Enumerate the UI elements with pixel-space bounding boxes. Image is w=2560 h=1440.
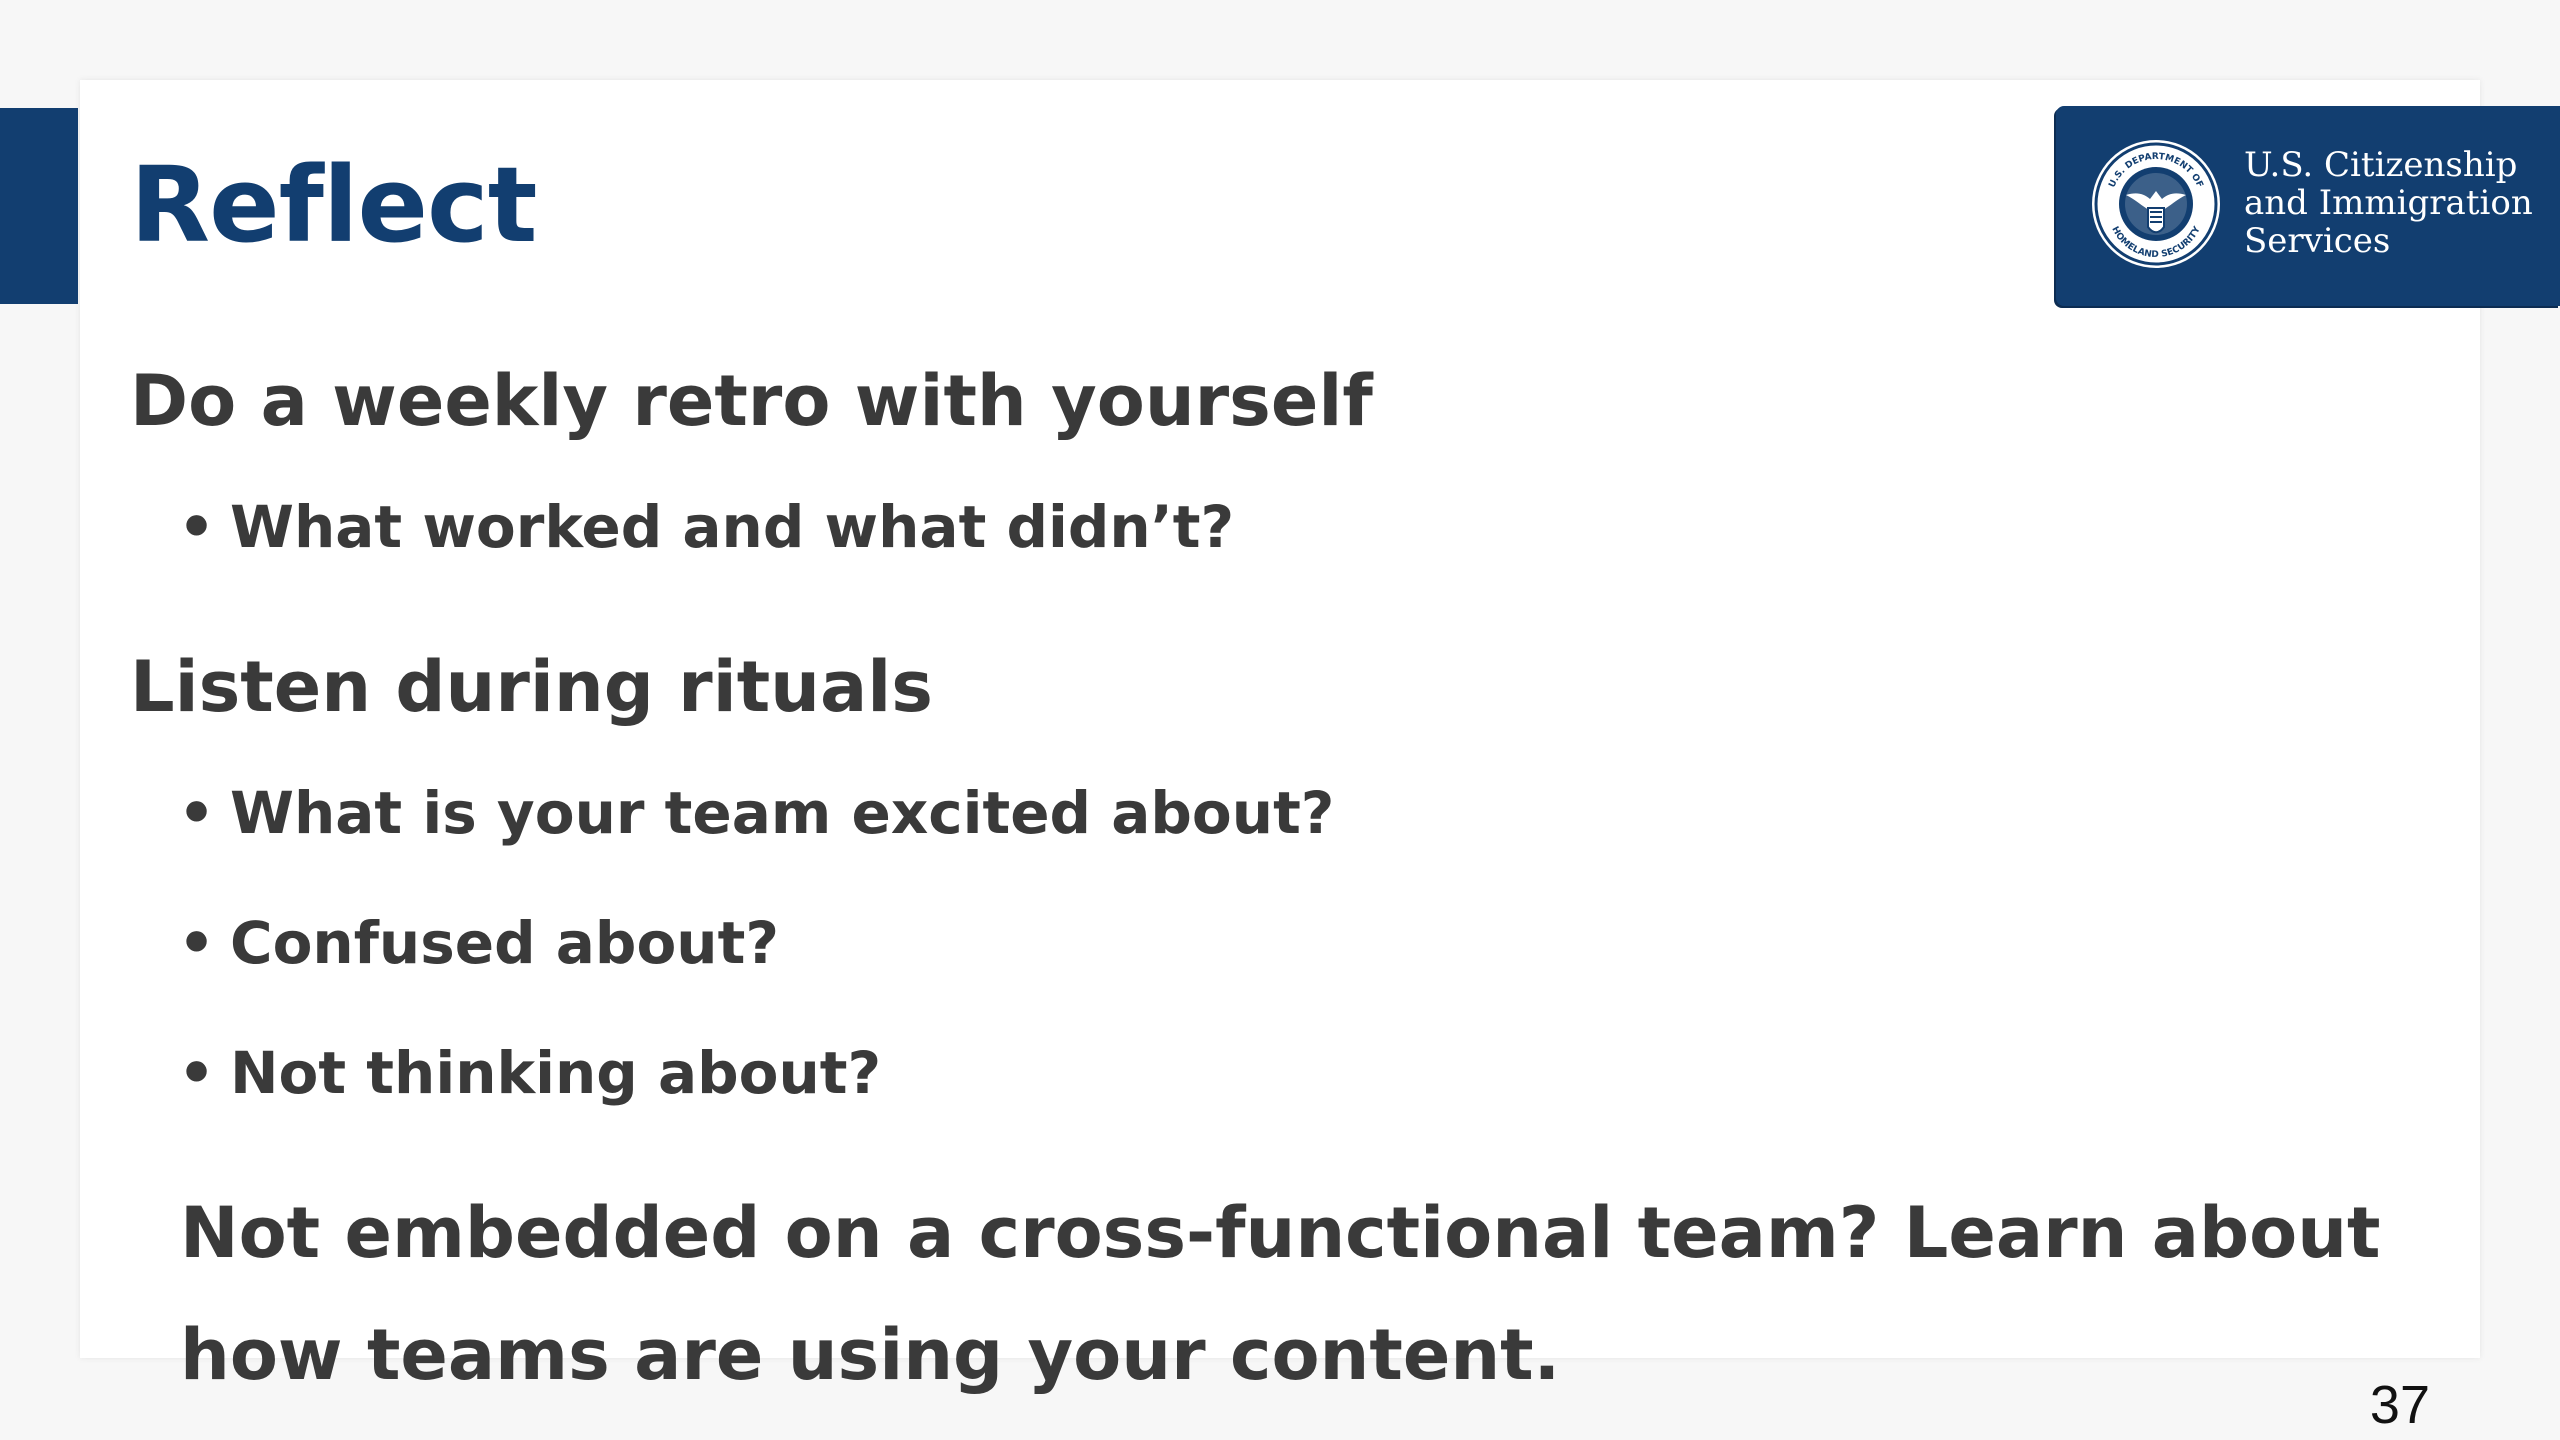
bullet-what-worked: What worked and what didn’t? [130, 462, 2430, 592]
bullet-confused: Confused about? [130, 878, 2430, 1008]
agency-name-line-1: U.S. Citizenship [2244, 145, 2518, 185]
dhs-seal-icon: U.S. DEPARTMENT OF HOMELAND SECURITY [2092, 140, 2220, 268]
bullet-team-excited: What is your team excited about? [130, 748, 2430, 878]
agency-logo: U.S. DEPARTMENT OF HOMELAND SECURITY U.S… [2056, 106, 2560, 306]
listen-rituals-bullet-list: What is your team excited about? Confuse… [130, 748, 2430, 1138]
section-heading-weekly-retro: Do a weekly retro with yourself [130, 360, 1373, 442]
page-number: 37 [2369, 1375, 2430, 1435]
weekly-retro-bullet-list: What worked and what didn’t? [130, 462, 2430, 592]
agency-name: U.S. Citizenship and Immigration Service… [2244, 146, 2533, 260]
left-accent-bar [0, 108, 78, 304]
section-heading-listen-rituals: Listen during rituals [130, 646, 933, 728]
closing-statement: Not embedded on a cross-functional team?… [180, 1192, 2381, 1396]
slide-title: Reflect [130, 144, 537, 266]
agency-name-line-3: Services [2244, 221, 2391, 261]
agency-name-line-2: and Immigration [2244, 183, 2533, 223]
slide-content: Do a weekly retro with yourself What wor… [130, 340, 2430, 1416]
bullet-not-thinking: Not thinking about? [130, 1008, 2430, 1138]
